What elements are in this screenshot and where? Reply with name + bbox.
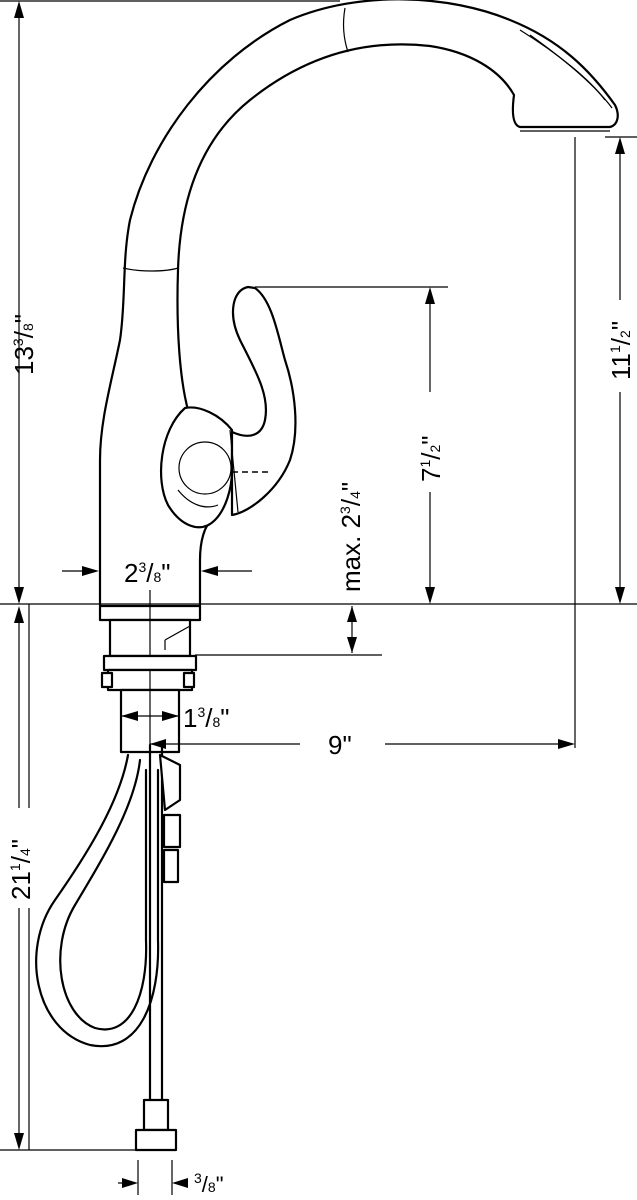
lever-handle (230, 285, 297, 517)
hose-weight (158, 753, 182, 812)
dim-total-height: 133/8" (9, 1, 39, 604)
nut-ear-right (182, 671, 196, 689)
dim-spout-clearance: 111/2" (606, 137, 636, 604)
hose-coupling (162, 848, 180, 884)
label-base-diameter: 23/8" (124, 558, 171, 588)
label-shank-diameter: 13/8" (183, 703, 230, 733)
spray-hose-inner (59, 758, 148, 1031)
faucet-body (98, 0, 619, 607)
label-handle-height: 71/2" (416, 435, 446, 482)
nut-thread (102, 654, 198, 672)
label-spout-clearance: 111/2" (606, 321, 636, 380)
label-hose-length: 211/4" (6, 839, 36, 900)
spray-face-line (519, 29, 606, 101)
hose-assembly (35, 743, 182, 1152)
spout-head-seam (342, 7, 349, 53)
spout-outline (98, 0, 619, 607)
dim-shank-diameter: 13/8" (121, 703, 230, 733)
handle-hub (159, 406, 234, 529)
spray-hose-outer (35, 753, 160, 1048)
spray-face-line-2 (529, 34, 613, 109)
spout-seam (122, 267, 179, 272)
handle-split (229, 429, 239, 513)
reference-lines (0, 0, 637, 1151)
supply-nut (134, 1128, 178, 1152)
hose-clip (162, 813, 182, 849)
dim-max-deck: max. 23/4" (336, 482, 366, 653)
dim-supply-connection: 3/8" (118, 1160, 224, 1197)
supply-nut-neck (142, 1098, 170, 1132)
label-spout-reach: 9" (328, 730, 352, 760)
body-right-outline (198, 518, 214, 607)
mounting-assembly (98, 590, 202, 754)
dim-base-diameter: 23/8" (62, 558, 252, 588)
label-supply-connection: 3/8" (194, 1170, 224, 1197)
hub-ring (177, 489, 219, 508)
dim-spout-reach: 9" (150, 730, 575, 760)
dim-handle-height: 71/2" (416, 287, 446, 604)
nut-ear-left (100, 671, 114, 689)
mount-clip (164, 625, 191, 650)
dim-hose-length: 211/4" (5, 606, 36, 1150)
label-total-height: 133/8" (9, 314, 39, 375)
label-max-deck: max. 23/4" (336, 482, 366, 592)
